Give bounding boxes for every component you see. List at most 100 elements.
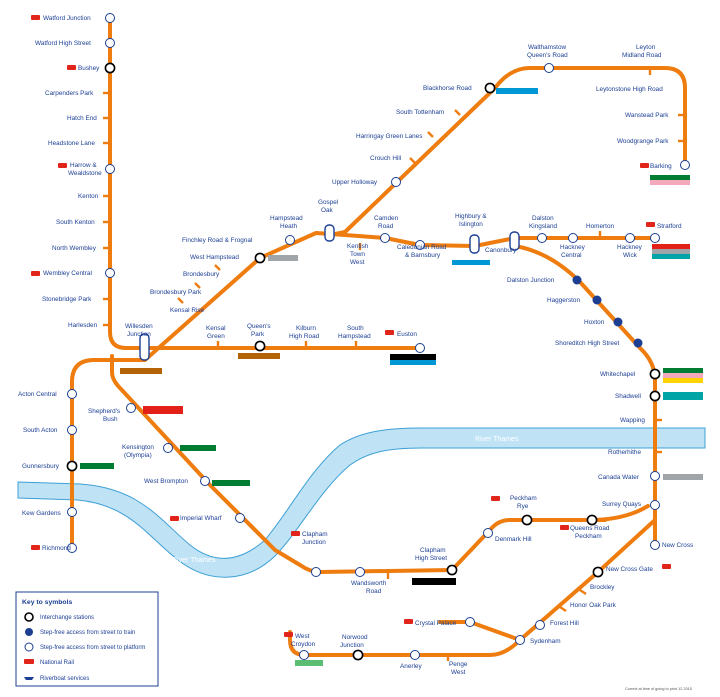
station-label: Brondesbury Park (150, 289, 202, 296)
station-label: Wanstead Park (625, 112, 669, 119)
district-tag-gunnersbury (80, 463, 114, 469)
station-label: Islington (459, 221, 483, 228)
canada-water-wheelchair-outline-icon (650, 471, 660, 481)
wembley-wheelchair-outline-icon (105, 268, 115, 278)
station-label: Shepherd's (88, 408, 120, 415)
station-label: South Acton (23, 427, 58, 434)
river-thames: River Thames River Thames (17, 427, 706, 578)
station-label: Heath (280, 223, 297, 230)
jubilee-tag-west-hampstead (268, 255, 298, 261)
station-label: Anerley (400, 663, 422, 670)
station-label: Kew Gardens (22, 510, 61, 517)
west-london-line (110, 354, 607, 574)
west-hampstead-interchange-icon (254, 252, 266, 264)
station-label: Wembley Central (43, 270, 92, 277)
national-rail-icon (31, 271, 40, 276)
station-label: Rye (517, 503, 529, 510)
clapham-junction-wheelchair-outline-icon (311, 567, 321, 577)
victoria-line-tag (496, 88, 538, 94)
caledonian-wheelchair-outline-icon (415, 240, 425, 250)
station-label: Canonbury (485, 247, 517, 254)
haggerston-wheelchair-filled-icon (592, 295, 602, 305)
circle-tag-whitechapel (663, 378, 703, 383)
barking-wheelchair-outline-icon (680, 160, 690, 170)
forest-hill-wheelchair-outline-icon (535, 620, 545, 630)
station-label: Harlesden (68, 322, 98, 329)
national-rail-icon (291, 531, 300, 536)
station-label: Woodgrange Park (617, 138, 669, 145)
station-label: West Brompton (144, 478, 188, 485)
peckham-rye-interchange-icon (521, 514, 533, 526)
station-label: Clapham (302, 531, 328, 538)
hackney-wick-wheelchair-outline-icon (625, 233, 635, 243)
station-label: & Barnsbury (405, 252, 441, 259)
national-rail-icon (284, 632, 293, 637)
station-label: Junction (302, 539, 326, 546)
station-label: Hackney (560, 244, 586, 251)
bakerloo-tag-queens-park (238, 353, 280, 359)
wheelchair-outline-icon (24, 642, 34, 652)
dlr-tag-stratford (652, 254, 690, 259)
hammersmith-tag-barking (650, 180, 690, 185)
willesden-junction-interchange-icon (139, 333, 150, 361)
upper-holloway-wheelchair-outline-icon (391, 177, 401, 187)
station-label: Dalston Junction (507, 277, 555, 284)
national-rail-icon (385, 330, 394, 335)
legend-title: Key to symbols (22, 599, 72, 606)
watford-junction-wheelchair-outline-icon (105, 13, 115, 23)
station-label: West (350, 259, 365, 266)
anerley-wheelchair-outline-icon (410, 650, 420, 660)
station-label: Bush (103, 416, 118, 423)
richmond-wheelchair-outline-icon (67, 543, 77, 553)
station-label: Midland Road (622, 52, 662, 59)
national-rail-icon (404, 619, 413, 624)
wandsworth-wheelchair-outline-icon (355, 567, 365, 577)
bushey-interchange-icon (104, 62, 116, 74)
station-label: Shadwell (615, 393, 641, 400)
surrey-quays-link (588, 504, 650, 522)
camden-road-wheelchair-outline-icon (380, 233, 390, 243)
station-label: Acton Central (18, 391, 57, 398)
south-acton-wheelchair-outline-icon (67, 425, 77, 435)
blackhorse-interchange-icon (484, 82, 496, 94)
station-label: West (295, 633, 310, 640)
station-label: Leyton (636, 44, 656, 51)
station-label: Leytonstone High Road (596, 86, 663, 93)
national-rail-icon (640, 163, 649, 168)
north-london-line (70, 231, 657, 550)
central-tag-shepherds-bush (143, 406, 183, 414)
riverboat-icon (170, 516, 179, 521)
new-cross-gate-interchange-icon (592, 566, 604, 578)
station-label: Hoxton (584, 319, 605, 326)
west-brompton-wheelchair-outline-icon (200, 476, 210, 486)
station-label: New Cross (662, 542, 693, 549)
station-label: Walthamstow (528, 44, 567, 51)
hackney-central-wheelchair-outline-icon (568, 233, 578, 243)
station-label: Bushey (78, 65, 100, 72)
tram-tag-west-croydon (295, 660, 323, 666)
harrow-wheelchair-outline-icon (105, 164, 115, 174)
national-rail-icon (31, 15, 40, 20)
station-label: Rotherhithe (608, 449, 641, 456)
hammersmith-tag-whitechapel (663, 373, 703, 378)
station-label: Upper Holloway (332, 179, 378, 186)
legend-item: Step-free access from street to train (40, 630, 135, 636)
new-cross-wheelchair-outline-icon (650, 540, 660, 550)
station-label: Town (350, 251, 365, 258)
stratford-wheelchair-outline-icon (650, 233, 660, 243)
station-label: Carpenders Park (45, 90, 94, 97)
highbury-interchange-icon (469, 234, 480, 254)
legend-item: National Rail (40, 660, 74, 666)
station-label: Richmond (42, 545, 71, 552)
station-label: Hampstead (270, 215, 303, 222)
station-label: Watford Junction (43, 15, 91, 22)
canonbury-interchange-icon (509, 231, 520, 251)
gospel-oak-interchange-icon (324, 224, 335, 242)
station-label: Haggerston (547, 297, 580, 304)
national-rail-icon (560, 525, 569, 530)
legend-item: Riverboat services (40, 676, 89, 682)
station-label: Croydon (291, 641, 316, 648)
station-label: Wandsworth (351, 580, 387, 587)
station-label: Road (378, 223, 394, 230)
station-label: Willesden (125, 323, 153, 330)
